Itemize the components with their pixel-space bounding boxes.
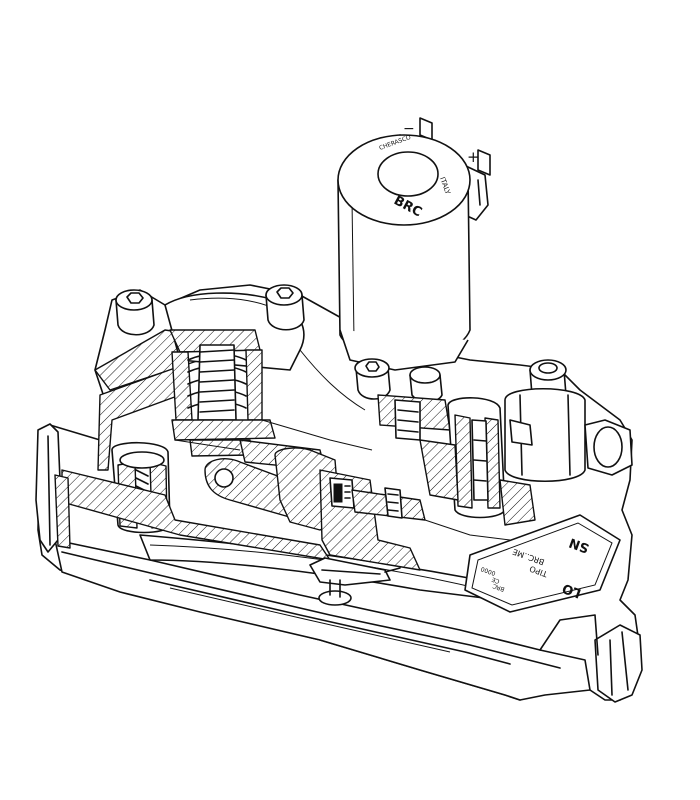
right-section xyxy=(377,388,633,526)
interior-contours xyxy=(174,349,511,541)
nut-center-right xyxy=(409,366,443,403)
screw-center xyxy=(354,358,391,400)
screw-top-left xyxy=(115,289,155,336)
plate-small-line-1: BRC xyxy=(492,582,506,593)
plate-code-lo: LO xyxy=(561,580,584,601)
left-section-cut xyxy=(54,329,331,561)
plate-small-line-2: CE xyxy=(491,575,501,584)
screw-top-middle xyxy=(265,284,305,331)
plate-small-line-3: 0000 xyxy=(480,565,497,577)
terminal-minus-label: − xyxy=(403,121,415,137)
solenoid-coil: − + BRC ITALY CHERASCO xyxy=(337,117,491,371)
lever-valve-assembly xyxy=(204,439,426,606)
plate-code-sn: SN xyxy=(567,534,591,555)
nameplate: SN LO TIPO BRC..ME BRC CE 0000 xyxy=(464,514,621,613)
terminal-plus-label: + xyxy=(467,148,480,166)
